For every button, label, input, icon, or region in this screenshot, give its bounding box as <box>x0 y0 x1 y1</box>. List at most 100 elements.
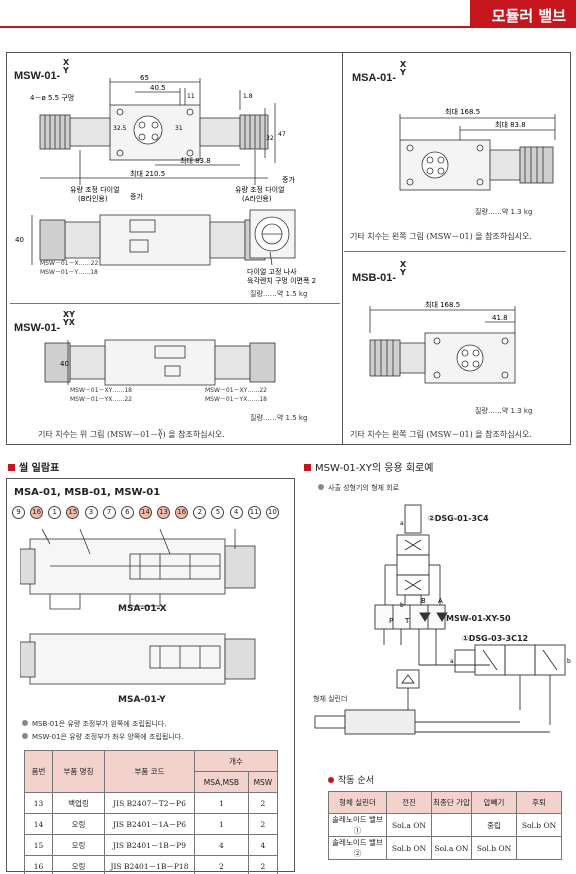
msb01-max1685: 최대 168.5 <box>425 300 460 309</box>
seal-notes: MSB-01은 유량 조정부가 왼쪽에 조립됩니다. MSW-01은 유량 조정… <box>22 718 183 744</box>
table-row: 솔레노이드 밸브② Sol.b ON Sol.a ON Sol.b ON <box>328 836 562 860</box>
dim-18: 1.8 <box>243 93 253 100</box>
th-msa: MSA,MSB <box>194 771 249 793</box>
th-name: 부품 명칭 <box>52 750 105 793</box>
frame-divider-right <box>344 251 566 252</box>
part-balloon: 16 <box>30 506 44 519</box>
label-dial-a: 유량 조정 다이얼 <box>235 185 285 194</box>
circuit-cylinder: 형체 실린더 <box>313 695 348 703</box>
sol-a1: a <box>450 658 454 665</box>
msb01-model-title: MSB-01- X Y <box>352 260 407 285</box>
section-dot-icon <box>328 777 334 783</box>
circuit-valve1: ①DSG-03-3C12 <box>462 634 529 643</box>
frame-divider-vertical <box>342 52 343 445</box>
page-title: 모듈러 밸브 <box>491 7 566 25</box>
circuit-modular: MSW-01-XY-50 <box>446 614 511 623</box>
part-balloon: 9 <box>12 506 25 519</box>
frame-divider-left <box>10 303 340 304</box>
port-p: P <box>389 617 393 625</box>
label-lock2: 육각렌치 구멍 이면폭 2 <box>247 276 316 285</box>
msw01-model-title: MSW-01- X Y <box>14 58 70 83</box>
sequence-title: 작동 순서 <box>328 773 374 786</box>
part-balloon: 16 <box>175 506 189 519</box>
label-dial-a2: (A라인용) <box>242 194 272 203</box>
note-bullet-icon <box>318 484 324 490</box>
part-balloon: 6 <box>120 506 134 519</box>
part-balloon: 11 <box>247 506 261 519</box>
dim-65: 65 <box>140 74 149 82</box>
part-balloon: 1 <box>48 506 62 519</box>
msw01xy-sub: XY YX <box>63 310 75 327</box>
th-msw: MSW <box>247 771 279 793</box>
sol-a2: a <box>400 520 404 527</box>
msw01-drawing: 65 40.5 11 1.8 4－ø 5.5 구멍 32.5 31 47 32 … <box>15 74 316 285</box>
dim-32: 32 <box>266 135 274 142</box>
msa01-drawing: 최대 168.5 최대 83.8 <box>399 107 556 191</box>
msb01-weight: 질량……약 1.3 kg <box>475 407 533 415</box>
dim-40: 40 <box>15 236 24 244</box>
msw01xy-model-title: MSW-01- XY YX <box>14 310 75 335</box>
msb01-d418: 41.8 <box>492 314 508 322</box>
port-a: A <box>438 597 443 605</box>
part-balloon: 4 <box>229 506 243 519</box>
circuit-subtitle: 사출 성형기의 형체 회로 <box>318 483 399 493</box>
section-marker-icon <box>8 464 15 471</box>
msw01xy-drawing: 40 <box>44 339 276 386</box>
dim-405: 40.5 <box>150 84 166 92</box>
msw01xy-weight: 질량……약 1.5 kg <box>250 414 308 422</box>
msb01-drawing: 최대 168.5 41.8 <box>369 300 516 384</box>
port-b: B <box>421 597 426 605</box>
note-bullet-icon <box>22 720 28 726</box>
msa01-weight: 질량……약 1.3 kg <box>475 208 533 216</box>
part-balloon: 15 <box>66 506 80 519</box>
msa01-model-title: MSA-01- X Y <box>352 60 407 85</box>
circuit-valve2: ②DSG-01-3C4 <box>428 514 489 523</box>
msa01-sub: X Y <box>400 60 407 77</box>
section-marker-icon <box>304 464 311 471</box>
dim-11: 11 <box>187 93 195 100</box>
seal-subtitle: MSA-01, MSB-01, MSW-01 <box>14 487 161 498</box>
sol-b2: b <box>400 602 404 609</box>
dim-31: 31 <box>175 125 183 132</box>
part-balloon: 14 <box>138 506 152 519</box>
msa01-max1685: 최대 168.5 <box>445 107 480 116</box>
msw01-sub: X Y <box>63 58 70 75</box>
sequence-table: 형체 실린더 전진 최종단 가압 압빼기 후퇴 솔레노이드 밸브① Sol.a … <box>328 791 562 860</box>
part-balloon: 3 <box>84 506 98 519</box>
seal-fig2-label: MSA-01-Y <box>118 695 166 705</box>
msw01xy-list-right: MSW－01－XY……22 MSW－01－YX……18 <box>205 387 267 403</box>
part-balloon: 2 <box>193 506 207 519</box>
th-no: 품번 <box>24 750 53 793</box>
msa01-note: 기타 치수는 왼쪽 그림 (MSW－01) 을 참조하십시오. <box>350 232 532 241</box>
label-lock: 다이얼 고정 나사 <box>247 267 297 276</box>
circuit-diagram: P T B A a b a b <box>314 504 571 735</box>
seal-section-title: 씰 일람표 <box>8 459 59 474</box>
part-balloon: 10 <box>265 506 279 519</box>
table-row: 솔레노이드 밸브① Sol.a ON 중립 Sol.b ON <box>328 813 562 837</box>
header-title-bg: 모듈러 밸브 <box>470 0 576 28</box>
dimensions-frame <box>6 52 571 445</box>
msb01-note: 기타 치수는 왼쪽 그림 (MSW－01) 을 참조하십시오. <box>350 430 532 439</box>
seal-drawing <box>20 528 256 685</box>
note-bullet-icon <box>22 733 28 739</box>
seal-fig1-label: MSA-01-X <box>118 604 167 614</box>
port-t: T <box>404 617 410 625</box>
msw01-dims-list: MSW－01－X……22 MSW－01－Y……18 <box>40 260 99 276</box>
label-dial-b2: (B라인용) <box>78 194 108 203</box>
msa01-max838: 최대 83.8 <box>495 120 526 129</box>
th-code: 부품 코드 <box>104 750 195 793</box>
dim-325: 32.5 <box>113 125 127 132</box>
circuit-section-title: MSW-01-XY의 응용 회로예 <box>304 459 433 474</box>
label-up-left: 증가 <box>130 192 143 201</box>
label-up-right: 증가 <box>282 175 295 184</box>
msw01-weight: 질량……약 1.5 kg <box>250 290 308 298</box>
msb01-sub: X Y <box>400 260 407 277</box>
dim-max838: 최대 83.8 <box>180 156 211 165</box>
part-balloon: 5 <box>211 506 225 519</box>
